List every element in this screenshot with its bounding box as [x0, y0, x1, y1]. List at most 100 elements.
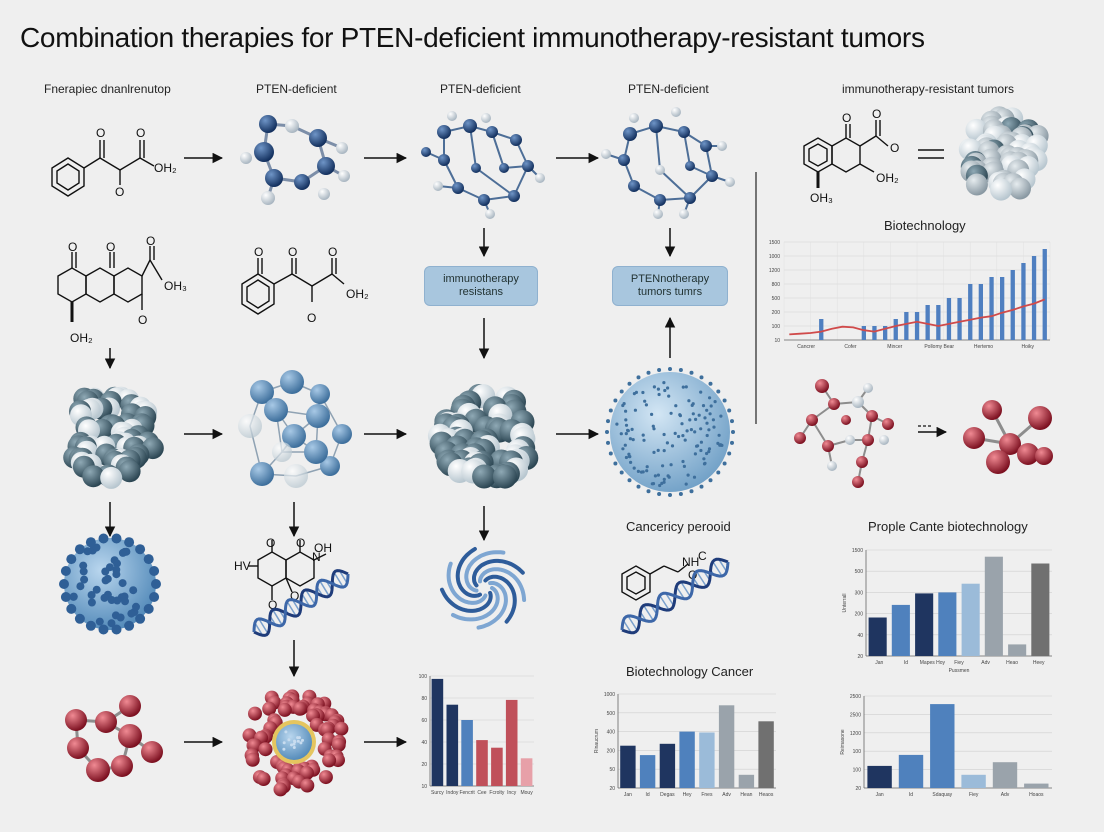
atom-o: O	[106, 240, 115, 254]
cell-dot	[645, 465, 649, 469]
bar	[505, 699, 518, 786]
bar	[961, 583, 980, 656]
cell-spike	[627, 478, 632, 483]
y-tick-label: 60	[421, 718, 427, 724]
base-pair	[622, 620, 632, 634]
y-tick-label: 50	[609, 767, 615, 773]
sphere-atom	[990, 178, 1012, 201]
dna-helix-2	[620, 557, 730, 635]
cell-spike	[722, 461, 727, 466]
cell-bump	[124, 537, 135, 548]
cell-dot	[685, 429, 689, 433]
cell-spike	[608, 451, 613, 456]
cell-bump	[100, 593, 109, 602]
x-tick-label: Fnes	[701, 792, 713, 798]
x-tick-label: Sdaquay	[932, 792, 952, 798]
cell-dot	[628, 455, 632, 459]
molecule-red-3	[65, 695, 163, 782]
cell-dot	[682, 464, 687, 468]
cell-dot	[707, 428, 711, 432]
cell-bump	[112, 570, 121, 579]
cell-bump	[60, 592, 71, 602]
cell-dot	[662, 381, 666, 385]
bar	[476, 740, 488, 786]
molecule-navy-1	[240, 115, 350, 205]
x-tick-label: Surcy	[431, 790, 444, 796]
cell-spike	[699, 484, 704, 489]
box-line: PTENnotherapy	[630, 273, 710, 285]
cell-dot	[652, 385, 657, 389]
cell-dot	[681, 459, 685, 464]
base-pair	[291, 599, 301, 613]
cell-bump	[135, 544, 146, 555]
shell-atom	[334, 721, 349, 736]
x-tick-label: Degas	[660, 792, 675, 798]
ribbon-strand	[440, 587, 493, 613]
x-tick-label: Hoiky	[1022, 344, 1035, 350]
bar	[938, 592, 957, 656]
cell-dot	[705, 433, 709, 438]
formula-oh3: OH₃	[810, 191, 833, 205]
base-pair	[319, 580, 330, 597]
shell-atom	[258, 742, 273, 757]
bar	[491, 747, 503, 786]
cell-bump	[59, 579, 69, 589]
cell-dot	[632, 466, 636, 470]
cell-spike	[627, 381, 632, 386]
base-pair	[301, 593, 311, 607]
cell-dot	[688, 418, 692, 422]
bar	[925, 305, 930, 340]
cell-dot	[701, 404, 706, 408]
molecule-red-1	[794, 379, 894, 488]
atom-o: O	[138, 313, 147, 327]
trend-line	[789, 298, 1046, 336]
y-tick-label: 100	[772, 324, 781, 330]
cell-spike	[606, 419, 610, 424]
core-dot	[296, 739, 300, 743]
bar	[989, 277, 994, 340]
y-tick-label: 1000	[604, 692, 615, 698]
cell-dot	[626, 429, 630, 433]
base-pair	[254, 622, 264, 636]
cell-bump	[149, 566, 160, 576]
cell-dot	[641, 470, 645, 474]
chemical-structure-top-right	[803, 120, 889, 188]
cell-dot	[666, 386, 670, 390]
ribbon-strand	[464, 550, 506, 593]
sphere-atom	[82, 465, 105, 488]
atom-o: O	[146, 234, 155, 248]
cell-dot	[633, 408, 638, 412]
atom-n: N	[312, 550, 321, 564]
cell-dot	[699, 440, 704, 444]
cell-spike	[730, 440, 734, 445]
sphere-atom	[472, 464, 497, 489]
cell-spike	[678, 368, 683, 372]
bar	[936, 305, 941, 340]
x-tick-label: Id	[909, 792, 913, 798]
atom-o: O	[296, 536, 305, 550]
atom-o: O	[872, 107, 881, 121]
bar	[883, 326, 888, 340]
core-dot	[282, 747, 286, 751]
shell-atom	[292, 701, 307, 716]
y-tick-label: 500	[772, 296, 781, 302]
atom-o: O	[68, 240, 77, 254]
cell-dot	[644, 403, 649, 407]
x-tick-label: Mouy	[520, 790, 533, 796]
bar	[957, 298, 962, 340]
x-tick-label: Fiey	[969, 792, 979, 798]
cell-spike	[722, 398, 727, 403]
cell-spike	[657, 368, 662, 372]
cell-dot	[692, 475, 697, 479]
dna-strand	[620, 561, 730, 631]
cell-bump	[83, 547, 92, 556]
cell-bump	[87, 598, 96, 607]
cell-bump	[80, 575, 89, 584]
atom-o: O	[136, 126, 145, 140]
process-box-immunotherapy: immunotherapy resistans	[424, 266, 538, 306]
bar	[868, 617, 887, 656]
molecule-red-2	[963, 400, 1053, 474]
lattice-atom	[238, 414, 262, 438]
cell-dot	[650, 412, 654, 416]
y-tick-label: 1000	[769, 254, 780, 260]
